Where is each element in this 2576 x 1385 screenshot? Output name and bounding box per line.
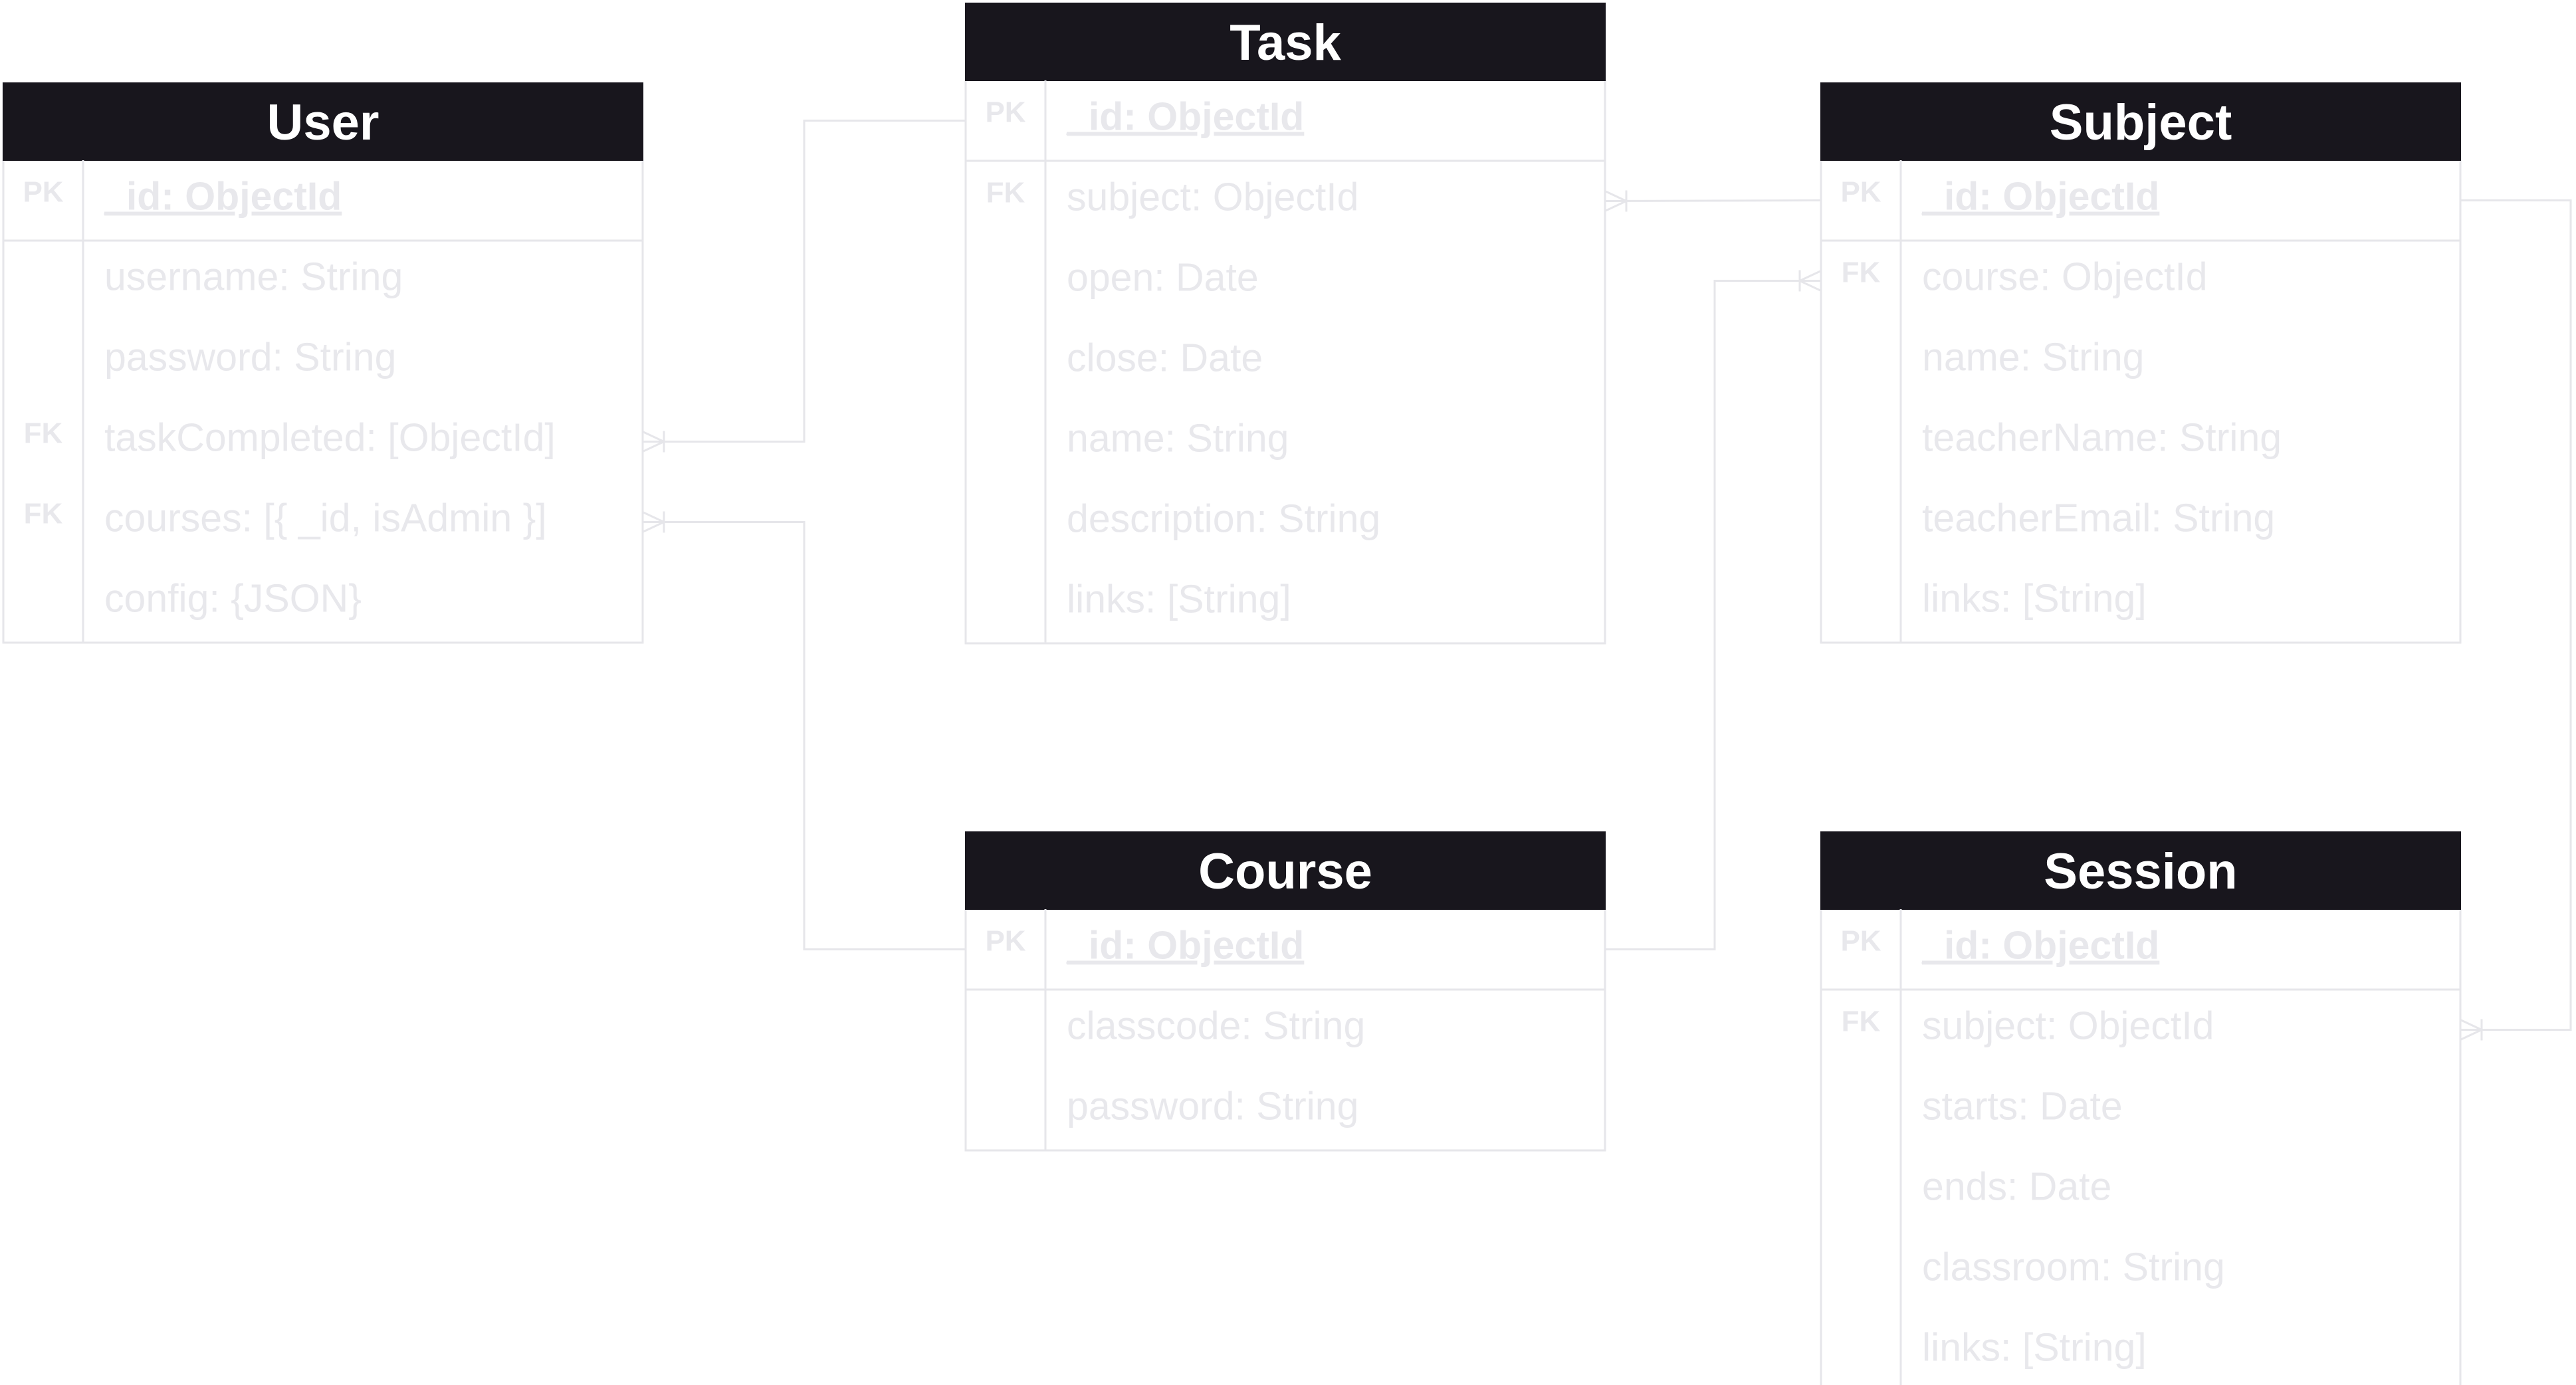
field-name: links: [String] [1067, 578, 1291, 621]
field-name: name: String [1922, 336, 2145, 379]
field-name: classcode: String [1067, 1004, 1365, 1048]
entity-session-field-row[interactable]: links: [String] [1922, 1326, 2147, 1370]
crowfoot-task-subject [1604, 190, 1628, 212]
primary-key-field: _id: ObjectId [1921, 924, 2159, 968]
field-name: password: String [104, 336, 396, 379]
field-name: ends: Date [1922, 1165, 2111, 1209]
entity-task-title: Task [1230, 15, 1341, 71]
entity-subject-field-row[interactable]: FK course: ObjectId [1842, 255, 2208, 299]
entity-task-field-row[interactable]: links: [String] [1067, 578, 1291, 621]
entity-user-field-row[interactable]: password: String [104, 336, 396, 379]
entity-task-field-row[interactable]: open: Date [1067, 256, 1259, 300]
entity-subject-field-row[interactable]: teacherName: String [1922, 416, 2282, 460]
field-name: subject: ObjectId [1922, 1004, 2214, 1048]
field-name: config: {JSON} [104, 577, 362, 621]
field-key-label: FK [1842, 1006, 1881, 1038]
entity-subject-field-row[interactable]: links: [String] [1922, 577, 2147, 621]
entity-user-field-row[interactable]: username: String [104, 255, 403, 299]
field-name: links: [String] [1922, 577, 2147, 621]
entity-user-title: User [267, 94, 379, 151]
primary-key-field: _id: ObjectId [1066, 95, 1304, 139]
entity-user-header [3, 82, 643, 161]
field-key-label: FK [986, 177, 1025, 209]
field-key-label: PK [985, 925, 1025, 958]
entity-user-field-row[interactable]: FK taskCompleted: [ObjectId] [24, 416, 556, 460]
entity-session-field-row[interactable]: classroom: String [1922, 1245, 2225, 1289]
entity-task-field-row[interactable]: PK _id: ObjectId [985, 95, 1304, 139]
field-name: password: String [1067, 1085, 1358, 1128]
field-name: close: Date [1067, 336, 1263, 380]
field-key-label: FK [24, 498, 63, 530]
connector-task-user [643, 120, 966, 443]
primary-key-field: _id: ObjectId [1921, 175, 2159, 219]
crowfoot-session-subject [2460, 1019, 2483, 1041]
field-name: taskCompleted: [ObjectId] [104, 416, 556, 460]
connector-course-user [643, 521, 966, 950]
primary-key-field: _id: ObjectId [1066, 924, 1304, 968]
entity-task-field-row[interactable]: name: String [1067, 417, 1289, 461]
entity-course-field-row[interactable]: password: String [1067, 1085, 1358, 1128]
field-name: name: String [1067, 417, 1289, 461]
field-name: description: String [1067, 497, 1380, 541]
entity-subject-field-row[interactable]: PK _id: ObjectId [1840, 175, 2159, 219]
connector-course-subject [1605, 280, 1821, 950]
entity-user-body [2, 82, 644, 644]
entity-session-header [1820, 831, 2461, 910]
entity-session-field-row[interactable]: ends: Date [1922, 1165, 2111, 1209]
field-name: starts: Date [1922, 1085, 2123, 1128]
entity-course-header [965, 831, 1606, 910]
crowfoot-subject-course [1798, 270, 1822, 292]
entity-course-field-row[interactable]: PK _id: ObjectId [985, 924, 1304, 968]
crowfoot-user-courses [642, 511, 665, 533]
entity-session-field-row[interactable]: PK _id: ObjectId [1840, 924, 2159, 968]
entity-task-field-row[interactable]: description: String [1067, 497, 1380, 541]
field-key-label: PK [1840, 176, 1881, 209]
field-key-label: FK [1842, 257, 1881, 289]
entity-user-field-row[interactable]: PK _id: ObjectId [23, 175, 342, 219]
field-name: subject: ObjectId [1067, 175, 1358, 219]
entity-user-field-row[interactable]: FK courses: [{ _id, isAdmin }] [24, 496, 547, 540]
entity-course-title: Course [1198, 843, 1372, 900]
entity-task-header [965, 3, 1606, 81]
entity-subject-body [1820, 82, 2462, 644]
entity-session-field-row[interactable]: starts: Date [1922, 1085, 2123, 1128]
entity-session-body [1820, 831, 2462, 1385]
entity-task-body [964, 2, 1606, 645]
field-key-label: PK [1840, 925, 1881, 958]
entity-session-title: Session [2044, 843, 2237, 900]
field-key-label: FK [24, 417, 63, 450]
field-name: courses: [{ _id, isAdmin }] [104, 496, 547, 540]
entity-user-field-row[interactable]: config: {JSON} [104, 577, 362, 621]
field-name: open: Date [1067, 256, 1259, 300]
entity-subject-field-row[interactable]: teacherEmail: String [1922, 496, 2275, 540]
entity-course-field-row[interactable]: classcode: String [1067, 1004, 1365, 1048]
primary-key-field: _id: ObjectId [104, 175, 342, 219]
entity-subject-header [1820, 82, 2461, 161]
field-name: links: [String] [1922, 1326, 2147, 1370]
crowfoot-user-taskcompleted [642, 431, 665, 453]
field-name: teacherName: String [1922, 416, 2282, 460]
field-name: teacherEmail: String [1922, 496, 2275, 540]
connector-subject-session [2460, 199, 2572, 1031]
entity-task-field-row[interactable]: close: Date [1067, 336, 1263, 380]
field-name: username: String [104, 255, 403, 299]
entity-task-field-row[interactable]: FK subject: ObjectId [986, 175, 1359, 219]
field-key-label: PK [985, 96, 1025, 129]
field-name: course: ObjectId [1922, 255, 2208, 299]
relationship-connectors [642, 120, 2572, 1041]
entity-subject-field-row[interactable]: name: String [1922, 336, 2145, 379]
field-key-label: PK [23, 176, 63, 209]
entity-session-field-row[interactable]: FK subject: ObjectId [1842, 1004, 2214, 1048]
entity-subject-title: Subject [2050, 94, 2232, 151]
field-name: classroom: String [1922, 1245, 2225, 1289]
